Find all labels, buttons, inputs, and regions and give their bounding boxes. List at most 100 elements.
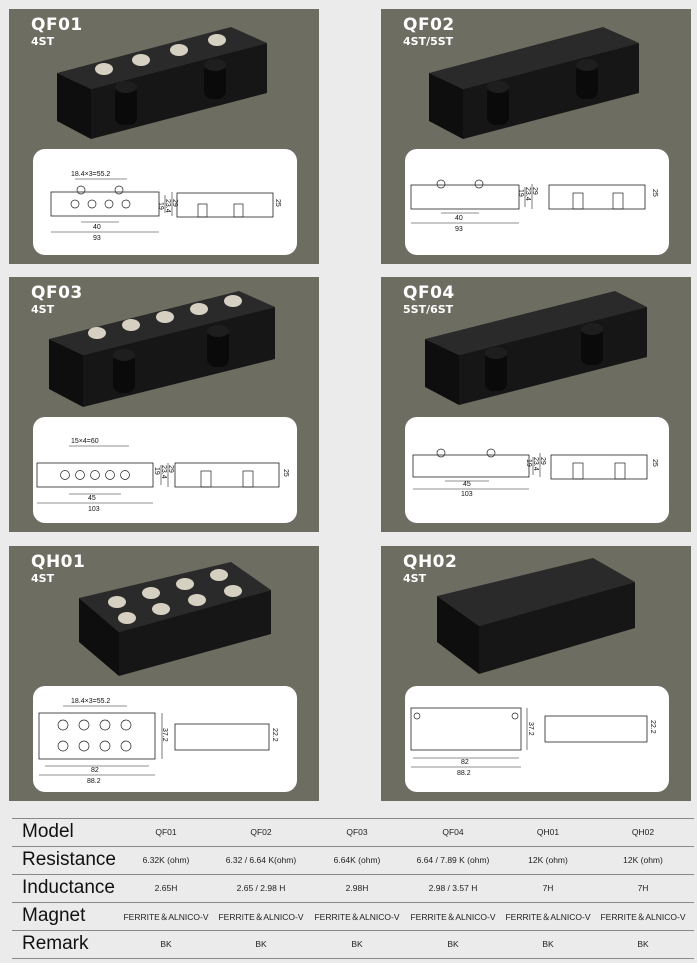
dim-side-height: 22.2: [649, 720, 656, 734]
dim-height-1: 19: [157, 202, 164, 210]
dim-height-3: 29: [539, 457, 546, 465]
spec-cell: 2.98 / 3.57 H: [428, 883, 478, 893]
product-panel-qf01: QF01 4ST 18.4×3=55.2 40 93: [9, 9, 319, 264]
dim-outer-width: 103: [461, 491, 473, 498]
product-model: QH01: [31, 552, 86, 572]
product-strings: 4ST/5ST: [403, 35, 454, 48]
dim-spacing: 18.4×3=55.2: [71, 698, 110, 705]
dim-outer-width: 93: [93, 235, 101, 242]
pickup-photo: [49, 291, 275, 407]
product-strings: 4ST: [31, 572, 55, 585]
dim-height-3: 29: [167, 465, 174, 473]
spec-cell: QF04: [442, 827, 464, 837]
dim-height-2: 23.4: [164, 199, 171, 213]
dim-height-3: 29: [531, 187, 538, 195]
pickup-photo: [79, 562, 271, 676]
dim-side-height: 25: [651, 459, 658, 467]
row-label: Resistance: [22, 849, 116, 870]
dimension-drawing: 18.4×3=55.2 40 93 19 23.4 29 25: [33, 149, 297, 255]
dim-height-2: 23.4: [160, 465, 167, 479]
spec-cell: 2.65H: [154, 883, 178, 893]
dim-side-height: 25: [282, 469, 289, 477]
product-panel-qh01: QH01 4ST 18.4×3=55.2 82 88.: [9, 546, 319, 801]
row-label: Magnet: [22, 905, 86, 926]
row-label: Inductance: [22, 877, 115, 898]
spec-cell: 6.32 / 6.64 K(ohm): [225, 855, 297, 865]
product-model: QF04: [403, 283, 455, 303]
spec-cell: 6.64K (ohm): [333, 855, 381, 865]
dim-side-height: 22.2: [271, 728, 278, 742]
pickup-photo: [425, 291, 647, 405]
product-model: QF02: [403, 15, 455, 35]
product-panel-qh02: QH02 4ST 82 88.2 37.2 22.2: [381, 546, 691, 801]
spec-cell: QF03: [346, 827, 368, 837]
spec-cell: FERRITE＆ALNICO-V: [314, 912, 400, 922]
spec-cell: 2.65 / 2.98 H: [236, 883, 286, 893]
dim-height-1: 19: [517, 189, 524, 197]
spec-cell: 12K (ohm): [623, 855, 663, 865]
dim-inner-width: 82: [91, 767, 99, 774]
product-strings: 4ST: [31, 35, 55, 48]
dimension-drawing: 82 88.2 37.2 22.2: [405, 686, 669, 792]
pickup-photo: [429, 27, 639, 139]
dim-outer-width: 103: [88, 506, 100, 513]
dim-spacing: 15×4=60: [71, 438, 99, 445]
spec-cell: 12K (ohm): [528, 855, 568, 865]
spec-cell: BK: [351, 939, 363, 949]
dimension-drawing: 40 93 19 23.4 29 25: [405, 149, 669, 255]
spec-row-remark: Remark BK BK BK BK BK BK: [12, 930, 694, 959]
dim-spacing: 18.4×3=55.2: [71, 171, 110, 178]
dimension-drawing: 15×4=60 45 103 19 23.4 29 25: [33, 417, 297, 523]
spec-row-resistance: Resistance 6.32K (ohm) 6.32 / 6.64 K(ohm…: [12, 846, 694, 874]
spec-cell: 7H: [542, 883, 554, 893]
dim-inner-width: 82: [461, 759, 469, 766]
dim-inner-width: 45: [463, 481, 471, 488]
dim-outer-width: 88.2: [457, 770, 471, 777]
spec-cell: BK: [160, 939, 172, 949]
spec-cell: 6.32K (ohm): [142, 855, 190, 865]
pickup-photo: [437, 558, 635, 674]
dim-height-3: 29: [171, 199, 178, 207]
product-panel-qf02: QF02 4ST/5ST 40 93 19 23.4 29 25: [381, 9, 691, 264]
product-panel-qf04: QF04 5ST/6ST 45 103 19 23.4 29 25: [381, 277, 691, 532]
spec-cell: QH01: [536, 827, 560, 837]
row-label: Remark: [22, 933, 89, 954]
dim-side-height: 25: [274, 199, 281, 207]
product-model: QF01: [31, 15, 83, 35]
spec-cell: FERRITE＆ALNICO-V: [410, 912, 496, 922]
dim-outer-width: 88.2: [87, 778, 101, 785]
spec-cell: BK: [542, 939, 554, 949]
spec-cell: BK: [447, 939, 459, 949]
spec-cell: 6.64 / 7.89 K (ohm): [416, 855, 490, 865]
dim-side-height: 25: [651, 189, 658, 197]
dim-inner-width: 40: [455, 215, 463, 222]
spec-cell: FERRITE＆ALNICO-V: [123, 912, 209, 922]
spec-cell: QH02: [631, 827, 655, 837]
dim-height-1: 19: [153, 467, 160, 475]
product-model: QH02: [403, 552, 458, 572]
product-strings: 4ST: [403, 572, 427, 585]
spec-cell: 7H: [637, 883, 649, 893]
spec-cell: QF01: [155, 827, 177, 837]
dim-inner-width: 45: [88, 495, 96, 502]
spec-cell: FERRITE＆ALNICO-V: [600, 912, 686, 922]
spec-row-model: Model QF01 QF02 QF03 QF04 QH01 QH02: [12, 818, 694, 846]
dim-height-2: 23.4: [532, 457, 539, 471]
spec-cell: FERRITE＆ALNICO-V: [218, 912, 304, 922]
product-panel-qf03: QF03 4ST 15×4=60 45 103: [9, 277, 319, 532]
spec-cell: BK: [255, 939, 267, 949]
spec-row-magnet: Magnet FERRITE＆ALNICO-V FERRITE＆ALNICO-V…: [12, 902, 694, 930]
product-strings: 4ST: [31, 303, 55, 316]
row-label: Model: [22, 821, 74, 842]
dim-inner-width: 40: [93, 224, 101, 231]
product-strings: 5ST/6ST: [403, 303, 454, 316]
spec-row-inductance: Inductance 2.65H 2.65 / 2.98 H 2.98H 2.9…: [12, 874, 694, 902]
dimension-drawing: 18.4×3=55.2 82 88.2 37.2 22.2: [33, 686, 297, 792]
spec-cell: QF02: [250, 827, 272, 837]
spec-table: Model QF01 QF02 QF03 QF04 QH01 QH02 Resi…: [12, 818, 694, 959]
dim-outer-width: 93: [455, 226, 463, 233]
dim-height-2: 23.4: [524, 187, 531, 201]
pickup-photo: [57, 27, 267, 139]
dim-height-1: 37.2: [527, 722, 534, 736]
spec-cell: FERRITE＆ALNICO-V: [505, 912, 591, 922]
